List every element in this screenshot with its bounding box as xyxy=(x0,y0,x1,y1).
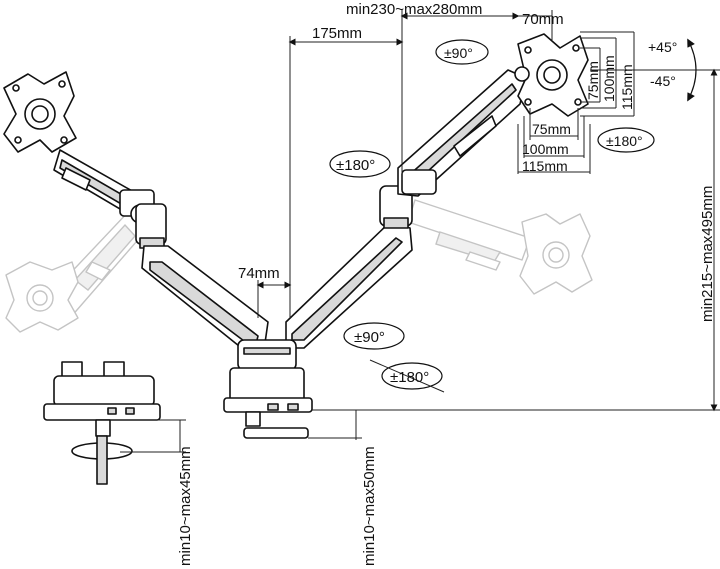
pole-gap-label: 74mm xyxy=(238,265,280,282)
tilt-up-label: +45° xyxy=(648,39,677,55)
left-lower-arm xyxy=(141,245,269,351)
left-monitor-plate xyxy=(3,71,77,153)
center-clamp-base xyxy=(223,367,313,439)
swivel-arm-base-label: ±180° xyxy=(390,369,429,386)
ghost-right-arm xyxy=(407,199,531,271)
rotate-screen-icon xyxy=(597,127,655,153)
vesa-100-height-label: 100mm xyxy=(601,55,617,102)
vesa-offset-label: 70mm xyxy=(522,11,564,28)
vesa-115-height-label: 115mm xyxy=(619,64,635,110)
vesa-100-width-label: 100mm xyxy=(522,141,569,157)
ghost-right-monitor-plate xyxy=(519,213,593,295)
ghost-left-monitor-plate xyxy=(5,261,79,333)
arm-reach-label: 175mm xyxy=(312,25,362,42)
left-upper-arm xyxy=(53,149,155,224)
swivel-elbow-label: ±180° xyxy=(336,157,375,174)
arm-extension-label: min230~max280mm xyxy=(346,1,482,18)
right-monitor-plate xyxy=(514,33,589,117)
rotation-indicators xyxy=(329,38,697,393)
left-elbow-joint xyxy=(135,203,167,249)
grommet-thickness-label: min10~max45mm xyxy=(177,446,194,566)
clamp-thickness-label: min10~max50mm xyxy=(361,446,378,566)
swivel-arm-base-icon xyxy=(381,362,443,390)
vesa-75-height-label: 75mm xyxy=(585,61,601,100)
vesa-75-width-label: 75mm xyxy=(532,121,571,137)
swivel-base-label: ±90° xyxy=(354,329,385,346)
grommet-base xyxy=(43,361,161,485)
swivel-base-icon xyxy=(343,322,405,350)
right-elbow-joint xyxy=(379,185,413,229)
dimension-labels: min230~max280mm 70mm 175mm 74mm ±90° ±18… xyxy=(177,1,716,566)
tilt-icon xyxy=(687,38,697,102)
swivel-elbow-icon xyxy=(329,150,391,178)
height-range-label: min215~max495mm xyxy=(699,186,716,322)
swivel-head-icon xyxy=(435,39,489,65)
center-pole xyxy=(237,339,297,371)
rotate-screen-label: ±180° xyxy=(606,133,643,149)
tilt-down-label: -45° xyxy=(650,73,676,89)
vesa-115-width-label: 115mm xyxy=(522,158,568,174)
right-upper-arm xyxy=(397,69,527,197)
dimension-lines xyxy=(110,10,720,453)
swivel-head-label: ±90° xyxy=(444,45,473,61)
